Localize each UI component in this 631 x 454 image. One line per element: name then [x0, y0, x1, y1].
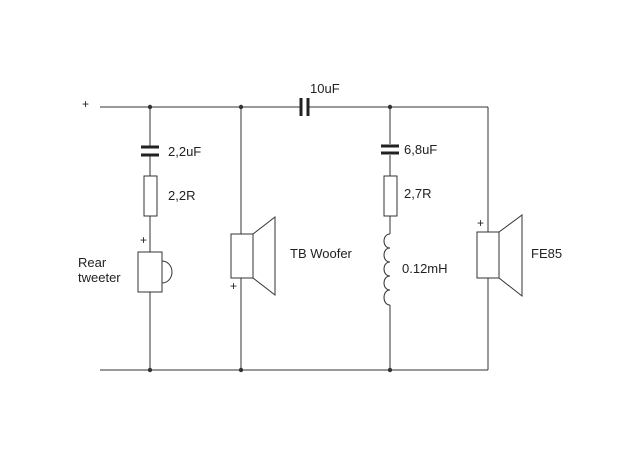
tweeter-label-line1: Rear: [78, 255, 107, 270]
fullrange-polarity-mark: +: [477, 216, 484, 230]
notch-capacitor-label: 6,8uF: [404, 142, 437, 157]
woofer-speaker-symbol: [230, 215, 276, 297]
tweeter-label-line2: tweeter: [78, 270, 121, 285]
tweeter-speaker-symbol: [137, 251, 173, 293]
tweeter-polarity-mark: +: [140, 233, 147, 247]
woofer-polarity-mark: +: [230, 279, 237, 293]
notch-inductor-symbol: [383, 233, 391, 306]
notch-resistor-label: 2,7R: [404, 186, 431, 201]
tweeter-resistor-label: 2,2R: [168, 188, 195, 203]
input-plus-terminal: +: [82, 97, 89, 111]
woofer-label: TB Woofer: [290, 246, 353, 261]
series-capacitor-symbol: [299, 98, 310, 116]
tweeter-resistor-symbol: [143, 175, 158, 217]
series-capacitor-label: 10uF: [310, 81, 340, 96]
bottom-rail-wire: [100, 278, 489, 371]
top-rail-wire: [100, 106, 489, 232]
notch-capacitor-symbol: [381, 144, 399, 155]
fullrange-speaker-symbol: [476, 214, 523, 298]
tweeter-capacitor-symbol: [141, 145, 159, 157]
notch-resistor-symbol: [383, 175, 398, 217]
tweeter-capacitor-label: 2,2uF: [168, 144, 201, 159]
fullrange-label: FE85: [531, 246, 562, 261]
notch-inductor-label: 0.12mH: [402, 261, 448, 276]
